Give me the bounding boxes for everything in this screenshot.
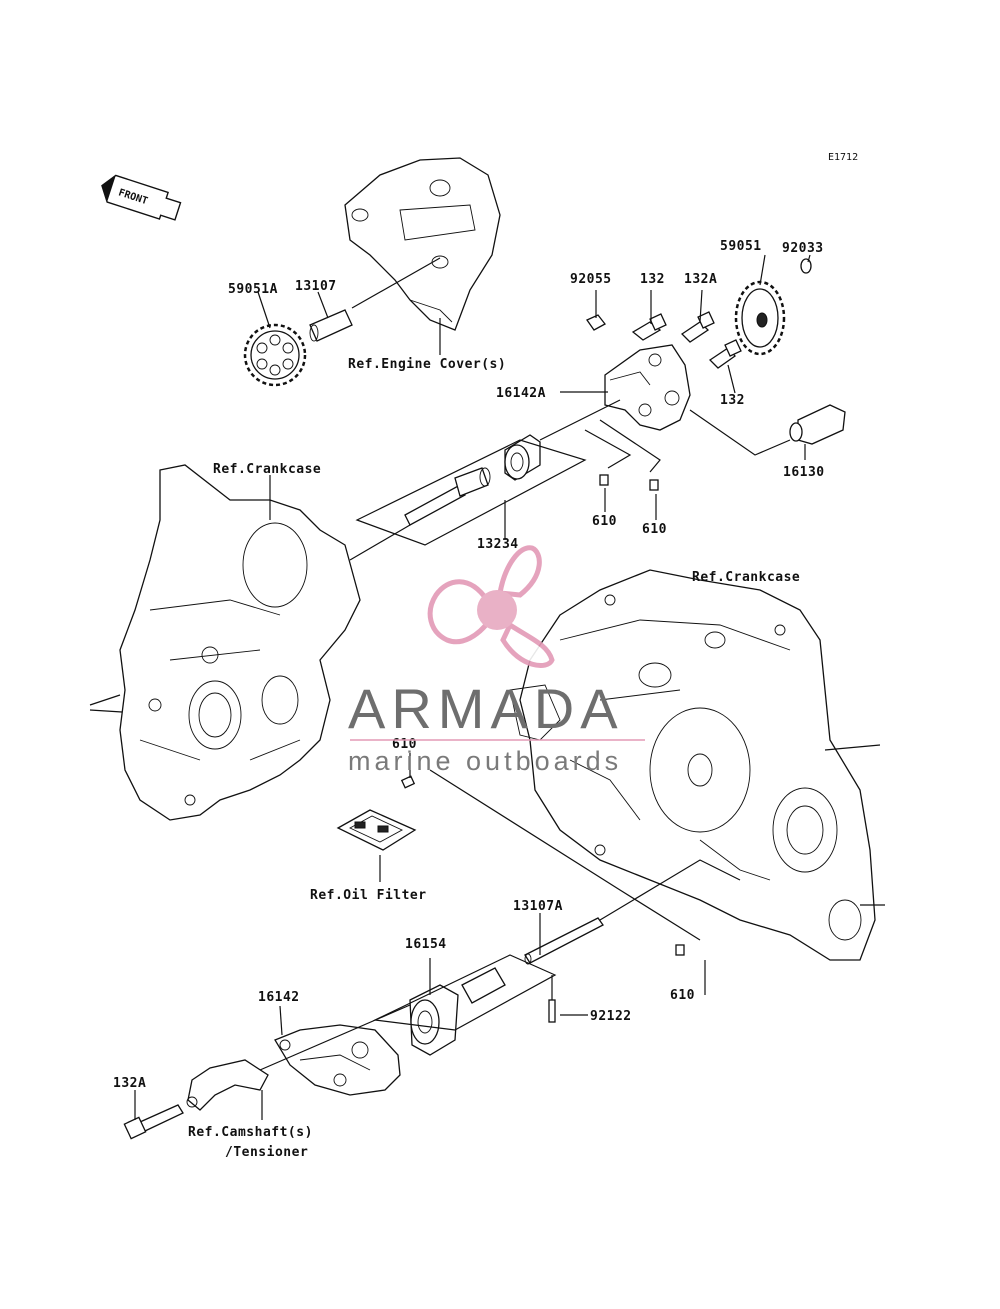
callout-132-top: 132 bbox=[640, 272, 665, 287]
relief-valve-16130 bbox=[789, 404, 846, 445]
leader-lines bbox=[134, 254, 811, 1120]
callout-16154: 16154 bbox=[405, 937, 447, 952]
watermark-tagline: marine outboards bbox=[348, 746, 622, 776]
pin-92122 bbox=[548, 999, 556, 1023]
callout-610-d: 610 bbox=[670, 988, 695, 1003]
callout-59051: 59051 bbox=[720, 239, 762, 254]
shaft-13107 bbox=[309, 309, 353, 342]
sprocket-59051A bbox=[243, 323, 307, 387]
callout-132A-bottom: 132A bbox=[113, 1076, 146, 1091]
rotor-16154 bbox=[409, 967, 506, 1056]
propeller-logo-icon bbox=[427, 545, 555, 668]
diagram-code: E1712 bbox=[828, 152, 858, 163]
callout-610-a: 610 bbox=[592, 514, 617, 529]
bolt-132-top bbox=[631, 313, 667, 341]
callout-610-b: 610 bbox=[642, 522, 667, 537]
engine-cover bbox=[344, 157, 501, 331]
rotor-13234 bbox=[504, 434, 541, 481]
front-arrow-icon: FRONT bbox=[101, 174, 182, 221]
callout-ref-engine-cover: Ref.Engine Cover(s) bbox=[348, 357, 506, 372]
shaft-13107A bbox=[524, 917, 604, 965]
pump-body-16142A bbox=[604, 344, 691, 431]
armada-watermark: ARMADA marine outboards bbox=[348, 545, 645, 776]
callout-92055: 92055 bbox=[570, 272, 612, 287]
callout-132A-top: 132A bbox=[684, 272, 717, 287]
callout-13234: 13234 bbox=[477, 537, 519, 552]
circlip-92033 bbox=[800, 258, 812, 274]
callout-132-right: 132 bbox=[720, 393, 745, 408]
callout-92122: 92122 bbox=[590, 1009, 632, 1024]
callout-13107: 13107 bbox=[295, 279, 337, 294]
sprocket-59051 bbox=[734, 280, 786, 356]
callout-ref-oil-filter: Ref.Oil Filter bbox=[310, 888, 427, 903]
callout-ref-crankcase-right: Ref.Crankcase bbox=[692, 570, 800, 585]
pump-body-16142 bbox=[274, 1024, 401, 1096]
oil-filter bbox=[336, 809, 417, 851]
callout-13107A: 13107A bbox=[513, 899, 563, 914]
washer-92055 bbox=[586, 314, 606, 331]
pin-610-a bbox=[599, 474, 609, 486]
camshaft-tensioner-bracket bbox=[186, 1059, 269, 1111]
callout-59051A: 59051A bbox=[228, 282, 278, 297]
bolt-132A-bottom bbox=[123, 1104, 184, 1140]
callout-16130: 16130 bbox=[783, 465, 825, 480]
watermark-brand: ARMADA bbox=[348, 677, 624, 740]
callout-16142: 16142 bbox=[258, 990, 300, 1005]
bolt-132A-top bbox=[680, 311, 715, 343]
callout-ref-tensioner: /Tensioner bbox=[225, 1145, 308, 1160]
pin-610-b bbox=[649, 479, 659, 491]
callout-ref-crankcase-left: Ref.Crankcase bbox=[213, 462, 321, 477]
callout-16142A: 16142A bbox=[496, 386, 546, 401]
crankcase-left bbox=[89, 464, 361, 821]
pin-610-d bbox=[675, 944, 685, 956]
callout-92033: 92033 bbox=[782, 241, 824, 256]
callout-ref-camshaft: Ref.Camshaft(s) bbox=[188, 1125, 313, 1140]
pump-shaft bbox=[404, 467, 491, 526]
bolt-132-right bbox=[708, 339, 742, 369]
crankcase-right bbox=[509, 569, 885, 961]
pin-610-c bbox=[400, 775, 416, 789]
